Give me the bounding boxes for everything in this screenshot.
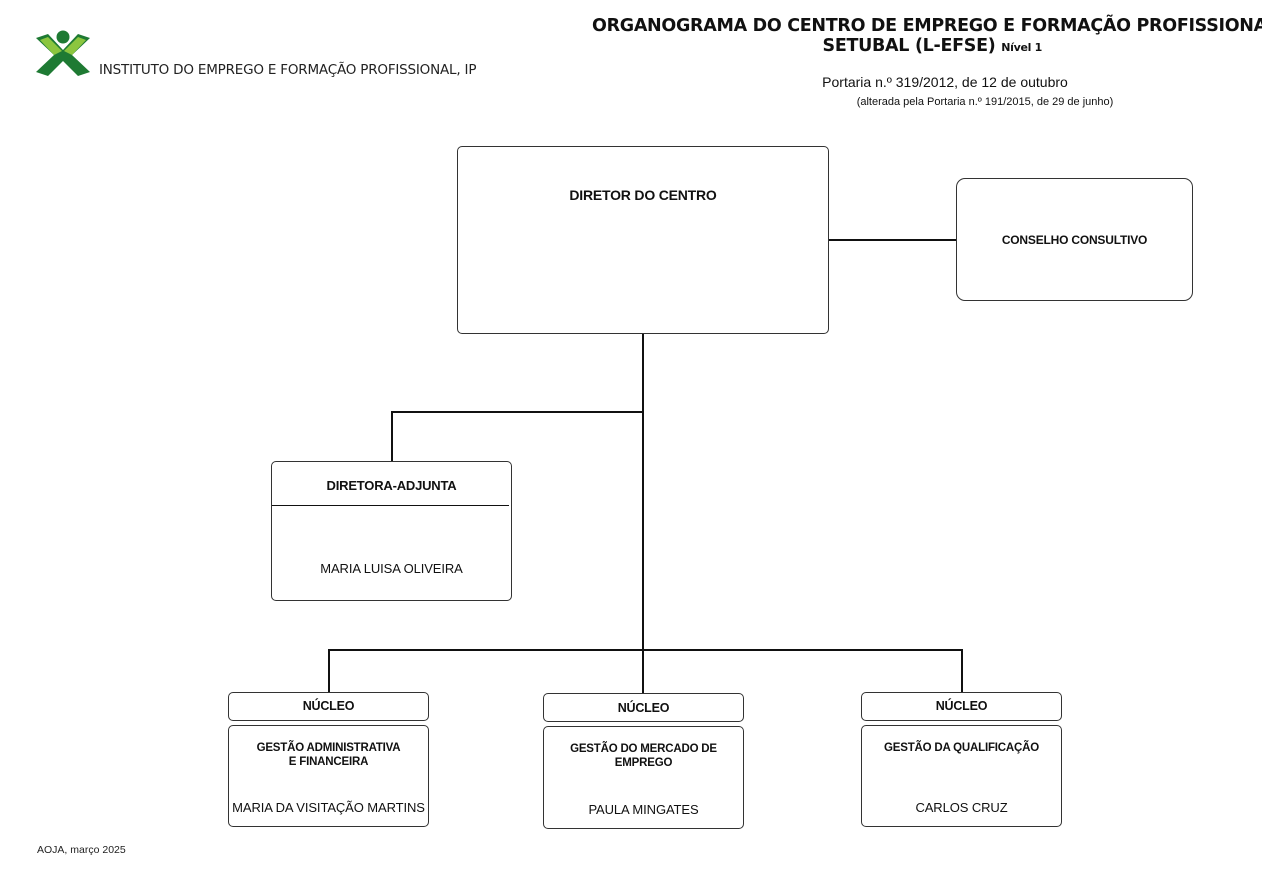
unit-2-person: PAULA MINGATES	[588, 802, 699, 817]
unit-1-header-label: NÚCLEO	[302, 699, 355, 713]
unit-2-body: GESTÃO DO MERCADO DE EMPREGO PAULA MINGA…	[543, 726, 744, 829]
level-label: Nível 1	[1001, 41, 1042, 54]
title-line-1: ORGANOGRAMA DO CENTRO DE EMPREGO E FORMA…	[592, 16, 1262, 36]
unit-1-name-line2: E FINANCEIRA	[288, 756, 369, 768]
page-title: ORGANOGRAMA DO CENTRO DE EMPREGO E FORMA…	[592, 16, 1262, 58]
director-box: DIRETOR DO CENTRO	[457, 146, 829, 334]
unit-3-body: GESTÃO DA QUALIFICAÇÃO CARLOS CRUZ	[861, 725, 1062, 827]
unit-1-header: NÚCLEO	[228, 692, 429, 721]
unit-1-body: GESTÃO ADMINISTRATIVA E FINANCEIRA MARIA…	[228, 725, 429, 827]
unit-2-name-line1: GESTÃO DO MERCADO DE EMPREGO	[570, 743, 717, 769]
connector-trunk	[642, 334, 644, 650]
connector-unit-1	[328, 649, 330, 693]
connector-deputy-vertical	[391, 411, 393, 462]
unit-3-header: NÚCLEO	[861, 692, 1062, 721]
advisory-council-box: CONSELHO CONSULTIVO	[956, 178, 1193, 301]
title-line-2-text: SETUBAL (L-EFSE)	[822, 36, 996, 56]
director-title: DIRETOR DO CENTRO	[569, 187, 717, 203]
deputy-director-box: DIRETORA-ADJUNTA MARIA LUISA OLIVEIRA	[271, 461, 512, 601]
iefp-logo	[32, 28, 94, 82]
unit-1-person: MARIA DA VISITAÇÃO MARTINS	[232, 800, 425, 815]
iefp-logo-icon	[36, 30, 90, 76]
unit-2-header: NÚCLEO	[543, 693, 744, 722]
unit-3-header-label: NÚCLEO	[935, 699, 988, 713]
deputy-divider	[272, 505, 509, 506]
logo-text: INSTITUTO DO EMPREGO E FORMAÇÃO PROFISSI…	[99, 62, 477, 78]
connector-unit-2	[642, 649, 644, 694]
alteracao-text: (alterada pela Portaria n.º 191/2015, de…	[856, 96, 1114, 108]
deputy-director-title: DIRETORA-ADJUNTA	[326, 478, 457, 493]
advisory-council-title: CONSELHO CONSULTIVO	[1001, 233, 1148, 247]
connector-units-horizontal	[328, 649, 962, 651]
unit-2-name: GESTÃO DO MERCADO DE EMPREGO	[544, 742, 743, 770]
footer-note: AOJA, março 2025	[37, 844, 126, 856]
unit-2-header-label: NÚCLEO	[617, 701, 670, 715]
connector-deputy-horizontal	[391, 411, 643, 413]
unit-3-name: GESTÃO DA QUALIFICAÇÃO	[862, 741, 1061, 755]
connector-unit-3	[961, 649, 963, 693]
unit-3-name-line1: GESTÃO DA QUALIFICAÇÃO	[884, 742, 1039, 754]
title-line-2: SETUBAL (L-EFSE) Nível 1	[592, 36, 1043, 58]
unit-1-name: GESTÃO ADMINISTRATIVA E FINANCEIRA	[229, 741, 428, 769]
deputy-director-person: MARIA LUISA OLIVEIRA	[320, 561, 463, 576]
portaria-text: Portaria n.º 319/2012, de 12 de outubro	[822, 74, 1068, 90]
unit-3-person: CARLOS CRUZ	[915, 800, 1008, 815]
connector-director-advisory	[829, 239, 957, 241]
unit-1-name-line1: GESTÃO ADMINISTRATIVA	[256, 742, 401, 754]
